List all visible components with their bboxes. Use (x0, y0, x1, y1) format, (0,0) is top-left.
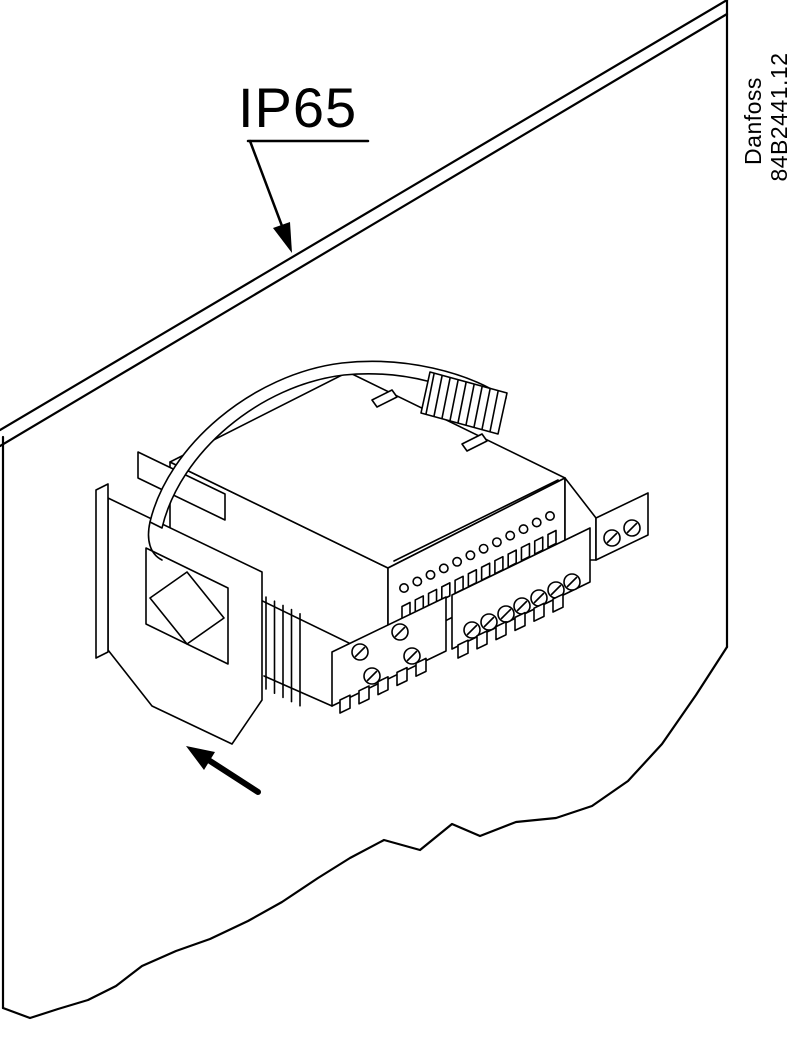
panel-outline (0, 0, 729, 1020)
bracket-left-strip (95, 483, 109, 659)
drawing-number-label: 84B2441.12 (766, 52, 792, 182)
terminal-block-left (331, 596, 447, 707)
panel-torn-edge (1, 645, 729, 1020)
panel-top-edge-inner (0, 12, 729, 448)
mounting-arrow-head (186, 746, 215, 770)
top-face-slot-1 (371, 389, 398, 408)
screws-left (351, 623, 421, 685)
panel-top-edge-outer (0, 0, 729, 432)
comb-teeth (339, 593, 564, 714)
bracket-teeth (265, 596, 301, 707)
ip65-callout (246, 139, 370, 253)
clamp-hook (147, 521, 163, 561)
ip65-label: IP65 (238, 76, 358, 139)
device-drawing (95, 360, 649, 745)
screws-right (603, 519, 641, 547)
vent-holes (398, 510, 555, 593)
device-top-face-edge-line (393, 479, 559, 562)
brand-label: Danfoss (740, 77, 766, 165)
top-face-slot-2 (461, 433, 488, 452)
clamp-grip-hatch (425, 373, 499, 433)
bracket-diamond (149, 571, 225, 645)
bracket-upper-arm (137, 451, 226, 521)
ip65-leader-line (248, 139, 284, 228)
ip65-arrowhead-icon (273, 222, 292, 253)
mounting-arrow-icon (186, 746, 261, 795)
mounting-arrow-shaft (207, 758, 261, 795)
device-bottom-edge (263, 675, 333, 707)
